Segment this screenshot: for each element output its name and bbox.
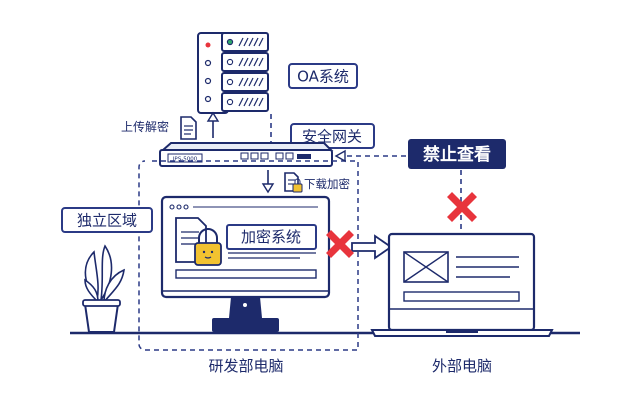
svg-text:加密系统: 加密系统 (241, 228, 301, 246)
encrypted-document-icon (284, 172, 303, 193)
red-x-icon (447, 192, 477, 222)
svg-text:独立区域: 独立区域 (77, 212, 137, 230)
upload-arrow-icon (206, 111, 220, 138)
independent-zone-boundary (138, 160, 359, 351)
oa-system-label: OA系统 (288, 63, 358, 89)
server-unit (221, 52, 269, 72)
document-icon (180, 116, 197, 140)
server-unit (221, 92, 269, 112)
network-gateway-icon: IPS-5000 (159, 142, 334, 167)
server-unit (221, 72, 269, 92)
svg-text:禁止查看: 禁止查看 (423, 144, 491, 165)
svg-text:IPS-5000: IPS-5000 (173, 157, 198, 163)
rnd-computer-caption: 研发部电脑 (208, 357, 283, 375)
potted-plant-icon (82, 244, 125, 333)
independent-zone-label: 独立区域 (61, 207, 153, 233)
no-viewing-label: 禁止查看 (408, 139, 506, 169)
external-computer-caption: 外部电脑 (432, 357, 492, 375)
blocked-transfer-arrow (351, 234, 393, 260)
server-rack-icon (197, 32, 269, 114)
svg-text:OA系统: OA系统 (297, 68, 349, 86)
svg-text:安全网关: 安全网关 (302, 128, 362, 146)
download-arrow-icon (261, 170, 275, 194)
red-x-icon (326, 230, 354, 258)
download-encrypt-label: 下载加密 (304, 177, 350, 191)
encryption-system-label: 加密系统 (226, 224, 317, 250)
upload-decrypt-label: 上传解密 (121, 119, 169, 134)
external-computer-laptop (370, 232, 554, 337)
arrowhead-icon (334, 149, 346, 163)
server-unit (221, 32, 269, 52)
padlock-icon (194, 228, 222, 266)
